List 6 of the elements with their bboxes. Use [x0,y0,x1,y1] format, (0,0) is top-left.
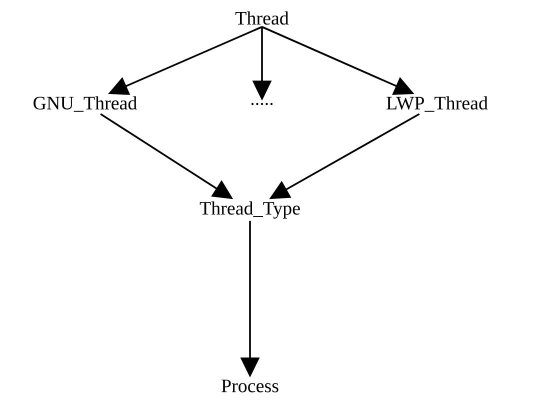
node-label: Thread_Type [200,201,300,219]
node-label: ..... [251,102,273,106]
node-label: Process [222,380,278,392]
node-label: LWP_Thread [386,96,488,112]
node-label: Thread [235,11,289,25]
node-label: GNU_Thread [34,96,137,112]
